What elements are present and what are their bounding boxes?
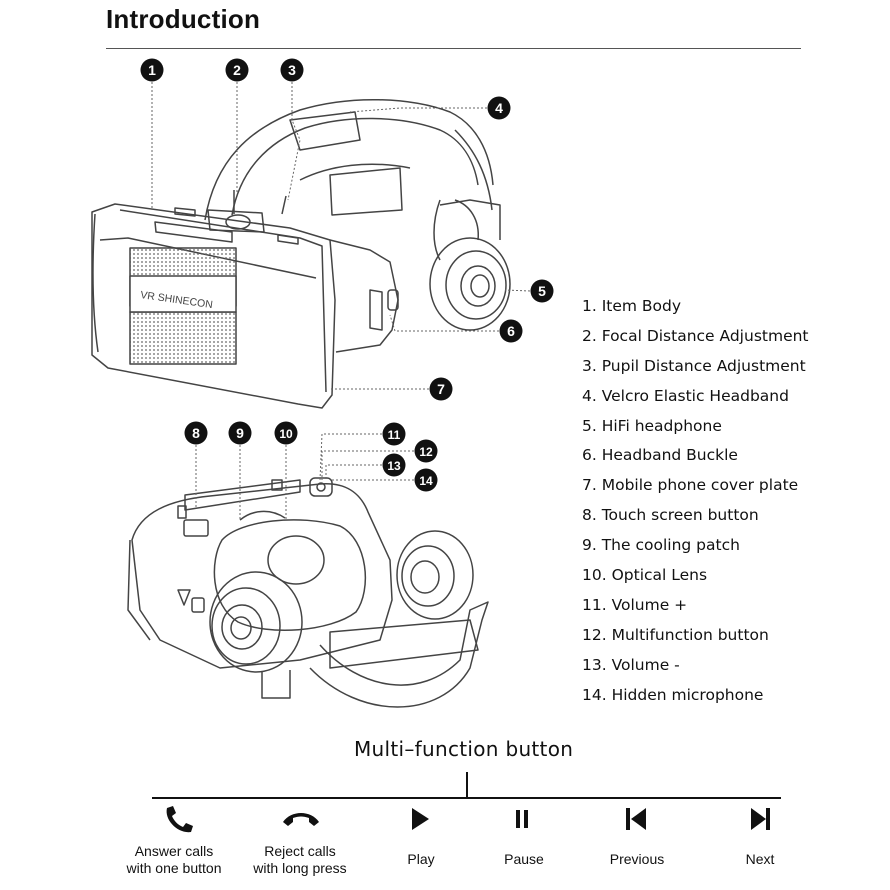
callout-badge-13: 13 [382,453,406,477]
callout-circle [382,453,406,477]
leader-line-13 [325,464,382,480]
callout-number: 10 [279,427,293,441]
title-divider [106,48,801,49]
callout-number: 14 [419,474,433,488]
callout-circle [184,421,208,445]
callout-number: 1 [148,62,156,78]
headset-back-illustration [127,477,489,708]
parts-legend: 1. Item Body 2. Focal Distance Adjustmen… [582,294,809,712]
callout-badge-10: 10 [274,421,298,445]
previous-icon [626,808,646,830]
callout-circle [414,468,438,492]
legend-item: 13. Volume - [582,655,680,674]
legend-item: 11. Volume + [582,595,688,614]
leader-line-3 [287,82,301,201]
legend-item: 4. Velcro Elastic Headband [582,386,789,405]
legend-item: 3. Pupil Distance Adjustment [582,356,806,375]
legend-item: 1. Item Body [582,297,682,315]
callout-circle [228,421,252,445]
callout-circle [530,279,554,303]
legend-item: 5. HiFi headphone [582,416,722,435]
callout-circle [499,319,523,343]
callout-badge-7: 7 [429,377,453,401]
callout-number: 7 [437,381,445,397]
callout-badge-6: 6 [499,319,523,343]
leader-line-5 [504,289,531,292]
callout-badge-3: 3 [280,58,304,82]
callout-leaders [151,82,531,520]
leader-line-11 [319,433,382,481]
callout-circle [487,96,511,120]
function-label-pause: Pause [504,851,544,867]
callout-number: 12 [419,445,433,459]
callout-badge-5: 5 [530,279,554,303]
callout-badge-11: 11 [382,422,406,446]
legend-item: 10. Optical Lens [582,566,708,585]
leader-line-6 [389,314,499,332]
callout-number: 2 [233,62,241,78]
callout-circle [414,439,438,463]
legend-item: 7. Mobile phone cover plate [582,476,799,495]
callout-number: 11 [388,428,401,442]
pause-icon [516,810,528,828]
callout-number: 13 [387,459,401,473]
callout-number: 8 [192,425,200,441]
callout-number: 6 [507,323,515,339]
callout-circle [429,377,453,401]
callout-badge-12: 12 [414,439,438,463]
callout-badge-2: 2 [225,58,249,82]
callout-circle [225,58,249,82]
page-title: Introduction [106,4,261,34]
callout-badge-1: 1 [140,58,164,82]
callout-circle [140,58,164,82]
callout-badge-8: 8 [184,421,208,445]
function-label-play: Play [407,851,435,867]
phone-hangup-icon [283,813,319,826]
callout-badge-9: 9 [228,421,252,445]
next-icon [751,808,770,830]
play-icon [412,808,429,830]
phone-answer-icon [166,806,193,833]
headset-front-illustration [91,98,511,409]
function-label-reject: Reject calls with long press [253,843,347,876]
leader-line-4 [349,107,487,113]
function-label-previous: Previous [609,851,665,867]
legend-item: 12. Multifunction button [582,625,769,644]
callout-number: 4 [495,100,503,116]
callout-circle [280,58,304,82]
callout-number: 9 [236,425,244,441]
callout-number: 3 [288,62,296,78]
legend-item: 14. Hidden microphone [582,685,764,704]
function-label-next: Next [745,851,775,867]
callout-circle [382,422,406,446]
function-axis [152,772,781,799]
legend-item: 2. Focal Distance Adjustment [582,326,809,345]
callout-badge-4: 4 [487,96,511,120]
legend-item: 6. Headband Buckle [582,446,738,465]
legend-item: 8. Touch screen button [582,506,759,525]
multifunction-title: Multi–function button [354,737,574,761]
legend-item: 9. The cooling patch [582,536,740,555]
callout-circle [274,421,298,445]
function-label-answer: Answer calls with one button [126,843,222,876]
leader-line-12 [321,450,414,480]
callout-number: 5 [538,283,546,299]
callout-badge-14: 14 [414,468,438,492]
